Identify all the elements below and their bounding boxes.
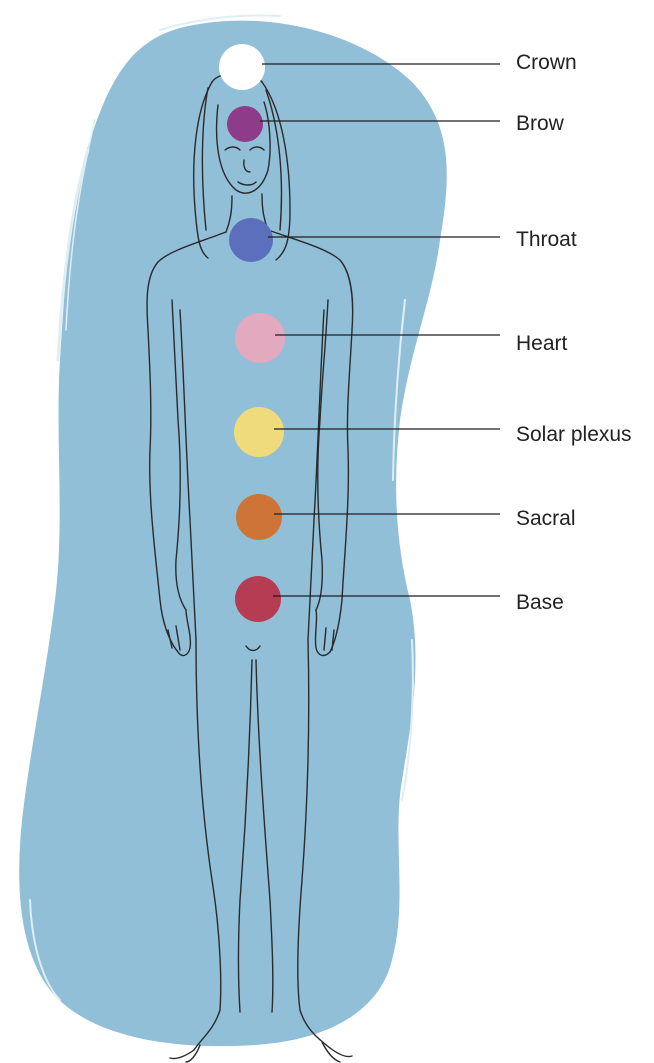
- chakra-dot-base: [235, 576, 281, 622]
- chakra-dot-heart: [235, 313, 285, 363]
- label-brow: Brow: [516, 113, 564, 134]
- chakra-dot-solar: [234, 407, 284, 457]
- label-solar-plexus: Solar plexus: [516, 424, 632, 445]
- chakra-dot-throat: [229, 218, 273, 262]
- label-heart: Heart: [516, 333, 567, 354]
- label-base: Base: [516, 592, 564, 613]
- chakra-dot-sacral: [236, 494, 282, 540]
- label-throat: Throat: [516, 229, 577, 250]
- chakra-dot-crown: [219, 44, 265, 90]
- label-sacral: Sacral: [516, 508, 576, 529]
- label-crown: Crown: [516, 52, 577, 73]
- chakra-dot-brow: [227, 106, 263, 142]
